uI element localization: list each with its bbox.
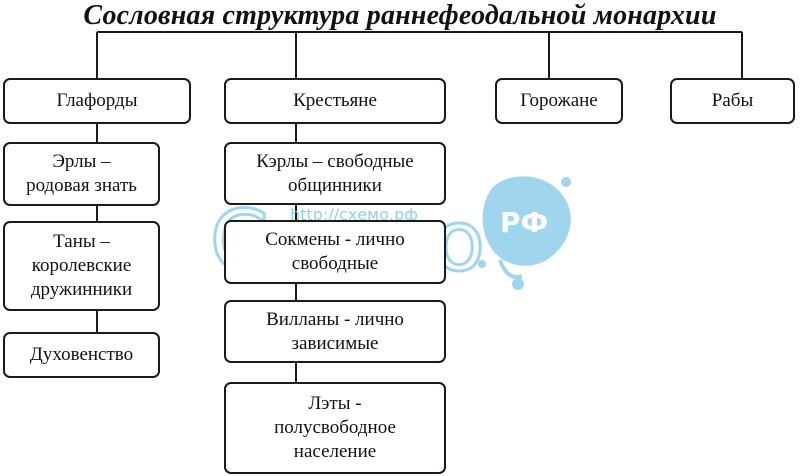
box-lety: Лэты - полусвободное население [224, 382, 446, 474]
box-glafordy-label: Глафорды [56, 90, 138, 111]
box-erly-label: Эрлы – родовая знать [26, 151, 137, 196]
box-gorozhane: Горожане [495, 78, 623, 124]
box-duhovenstvo: Духовенство [3, 332, 160, 378]
box-gorozhane-label: Горожане [520, 90, 598, 111]
box-kerly-label: Кэрлы – свободные общинники [256, 150, 414, 196]
box-villany-label: Вилланы - лично зависимые [266, 308, 404, 354]
watermark-url: http://схемо.рф [290, 205, 418, 224]
box-villany: Вилланы - лично зависимые [224, 300, 446, 363]
box-duhovenstvo-label: Духовенство [29, 344, 134, 365]
box-raby-label: Рабы [711, 90, 754, 111]
box-raby: Рабы [670, 78, 795, 124]
box-erly: Эрлы – родовая знать [3, 142, 160, 206]
box-sokmeny: Сокмены - лично свободные [224, 220, 446, 284]
box-sokmeny-label: Сокмены - лично свободные [265, 229, 405, 274]
box-krestyane: Крестьяне [224, 78, 446, 124]
box-lety-label: Лэты - полусвободное население [274, 393, 396, 462]
diagram-title: Сословная структура раннефеодальной мона… [83, 0, 717, 31]
box-tany: Таны – королевские дружинники [3, 221, 160, 311]
box-kerly: Кэрлы – свободные общинники [224, 142, 446, 205]
box-glafordy: Глафорды [3, 78, 191, 124]
box-krestyane-label: Крестьяне [293, 90, 377, 111]
box-tany-label: Таны – королевские дружинники [30, 231, 133, 300]
